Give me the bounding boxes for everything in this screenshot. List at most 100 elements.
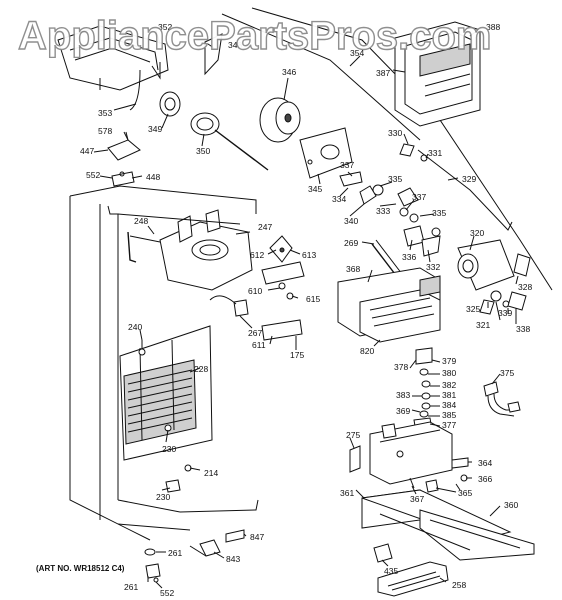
label-320: 320 (470, 228, 484, 238)
label-346: 346 (282, 67, 296, 77)
label-615: 615 (306, 294, 320, 304)
label-321: 321 (476, 320, 490, 330)
label-349: 349 (148, 124, 162, 134)
gear-349 (159, 91, 181, 117)
auger-motor-320 (457, 239, 531, 291)
label-364: 364 (478, 458, 492, 468)
label-275: 275 (346, 430, 360, 440)
ice-bucket-352 (57, 25, 169, 91)
label-247: 247 (258, 222, 272, 232)
parts-364-366 (451, 457, 469, 491)
label-333: 333 (376, 206, 390, 216)
label-383: 383 (396, 390, 410, 400)
label-258: 258 (452, 580, 466, 590)
label-375: 375 (500, 368, 514, 378)
label-331: 331 (428, 148, 442, 158)
label-552-top: 552 (86, 170, 100, 180)
label-377: 377 (442, 420, 456, 430)
parts-321-325-339-338 (479, 290, 527, 315)
label-214: 214 (204, 468, 218, 478)
label-261-bottom: 261 (124, 582, 138, 592)
label-368: 368 (346, 264, 360, 274)
label-847: 847 (250, 532, 264, 542)
label-552-bottom: 552 (160, 588, 174, 598)
parts-365-367 (409, 477, 439, 493)
label-354: 354 (350, 48, 364, 58)
label-348: 348 (228, 40, 242, 50)
linkage-parts (339, 143, 513, 257)
icemaker-368 (337, 267, 441, 343)
label-269: 269 (344, 238, 358, 248)
label-337-b: 337 (412, 192, 426, 202)
label-332: 332 (426, 262, 440, 272)
valve-stack (413, 347, 433, 433)
label-334: 334 (332, 194, 346, 204)
label-820: 820 (360, 346, 374, 356)
label-387: 387 (376, 68, 390, 78)
wire-353 (129, 69, 141, 111)
label-382: 382 (442, 380, 456, 390)
label-369: 369 (396, 406, 410, 416)
label-366: 366 (478, 474, 492, 484)
label-611: 611 (252, 340, 266, 350)
label-388: 388 (486, 22, 500, 32)
evaporator-228 (119, 325, 213, 461)
label-328: 328 (518, 282, 532, 292)
label-336: 336 (402, 252, 416, 262)
part-267 (209, 295, 249, 317)
label-612: 612 (250, 250, 264, 260)
label-381: 381 (442, 390, 456, 400)
part-348 (204, 33, 223, 76)
label-338: 338 (516, 324, 530, 334)
label-352: 352 (158, 22, 172, 32)
small-parts-left (107, 131, 141, 187)
label-345: 345 (308, 184, 322, 194)
label-230-bottom: 230 (156, 492, 170, 502)
label-610: 610 (248, 286, 262, 296)
label-261-top: 261 (168, 548, 182, 558)
label-578: 578 (98, 126, 112, 136)
wire-harness-375 (483, 381, 521, 417)
label-267: 267 (248, 328, 262, 338)
thermistor-240 (138, 340, 146, 356)
label-379: 379 (442, 356, 456, 366)
watermark: AppliancePartsPros.com (17, 13, 492, 58)
label-447: 447 (80, 146, 94, 156)
label-350: 350 (196, 146, 210, 156)
label-175: 175 (290, 350, 304, 360)
drip-tray-258 (377, 561, 449, 597)
freezer-cabinet (69, 185, 259, 541)
bracket-610 (261, 261, 305, 350)
label-340: 340 (344, 216, 358, 226)
part-labels: 352 348 354 388 387 346 353 349 578 350 … (80, 22, 532, 598)
label-378: 378 (394, 362, 408, 372)
label-384: 384 (442, 400, 456, 410)
label-360: 360 (504, 500, 518, 510)
label-230-top: 230 (162, 444, 176, 454)
label-335-a: 335 (388, 174, 402, 184)
label-448: 448 (146, 172, 160, 182)
plate-345 (299, 127, 353, 179)
fan-blade-613 (269, 235, 293, 263)
label-330: 330 (388, 128, 402, 138)
label-339: 339 (498, 308, 512, 318)
label-361: 361 (340, 488, 354, 498)
dispenser-housing-387 (394, 21, 481, 127)
motor-346 (259, 97, 301, 143)
coupling-350 (190, 112, 269, 171)
label-435: 435 (384, 566, 398, 576)
part-435 (373, 543, 393, 563)
label-329: 329 (462, 174, 476, 184)
label-365: 365 (458, 488, 472, 498)
bracket-360 (361, 489, 535, 561)
label-325: 325 (466, 304, 480, 314)
label-353: 353 (98, 108, 112, 118)
label-228: 228 (194, 364, 208, 374)
bracket-275 (349, 421, 453, 485)
duct-247 (127, 209, 253, 291)
art-number: (ART NO. WR18512 C4) (36, 564, 125, 573)
label-248: 248 (134, 216, 148, 226)
label-613: 613 (302, 250, 316, 260)
